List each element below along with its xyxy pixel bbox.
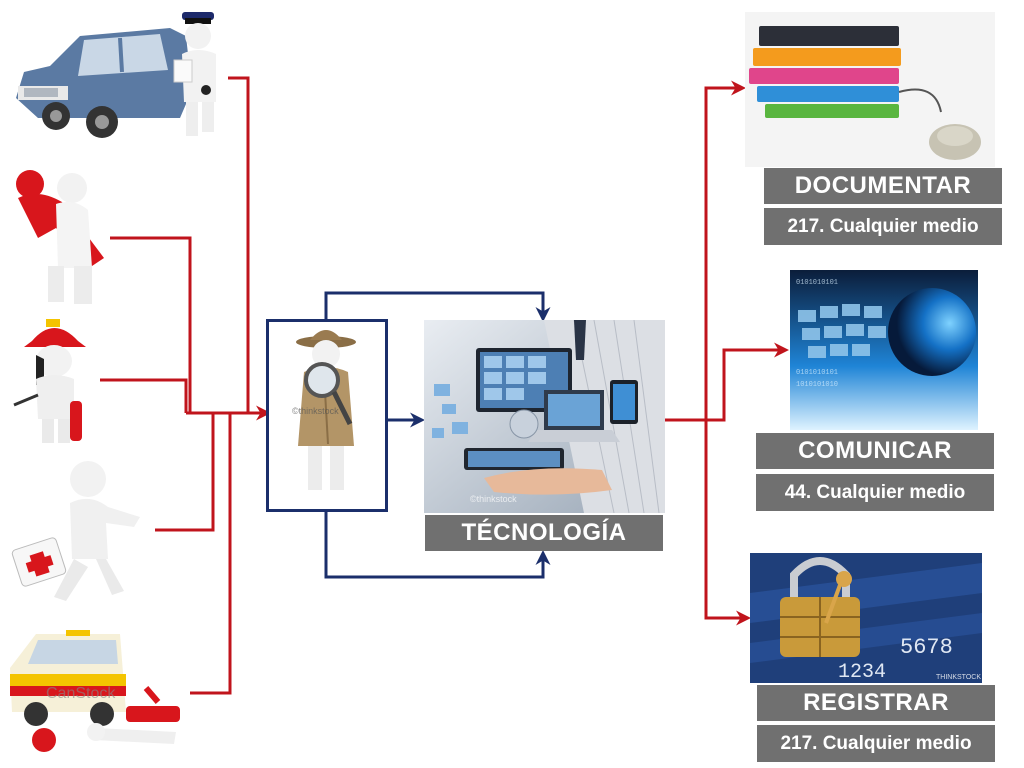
rescuer-image — [16, 170, 104, 304]
investigator-watermark: ©thinkstock — [292, 406, 339, 416]
svg-text:0101010101: 0101010101 — [796, 279, 838, 287]
output-title-documentar: DOCUMENTAR — [764, 168, 1002, 204]
connector-firefighter — [100, 378, 188, 413]
books-image — [745, 12, 995, 167]
ambulance-image: CanStock — [10, 630, 180, 752]
card-lock-image: 5678 1234 THINKSTOCK — [750, 553, 982, 683]
tech-watermark: ©thinkstock — [470, 494, 517, 504]
card-number-bottom: 1234 — [838, 661, 886, 683]
connector-rescuer — [110, 236, 192, 413]
investigator-image: ©thinkstock — [292, 330, 356, 490]
firefighter-image — [13, 319, 86, 443]
svg-text:0101010101: 0101010101 — [796, 369, 838, 377]
output-subtitle-comunicar: 44. Cualquier medio — [756, 474, 994, 511]
communication-image: 0101010101 0101010101 1010101010 — [790, 270, 978, 430]
output-subtitle-documentar: 217. Cualquier medio — [764, 208, 1002, 245]
connector-ambulance — [190, 413, 232, 695]
card-number-top: 5678 — [900, 635, 953, 660]
card-watermark: THINKSTOCK — [936, 674, 981, 681]
svg-text:1010101010: 1010101010 — [796, 381, 838, 389]
connector-to-registrar — [704, 420, 751, 626]
technology-image — [424, 320, 665, 513]
connector-top-loop — [324, 291, 551, 322]
medic-image — [11, 461, 140, 601]
police-car-image — [16, 12, 216, 138]
output-title-registrar: REGISTRAR — [757, 685, 995, 721]
connector-medic — [155, 413, 215, 532]
output-subtitle-registrar: 217. Cualquier medio — [757, 725, 995, 762]
ambulance-watermark: CanStock — [46, 685, 116, 702]
connector-police — [228, 76, 250, 413]
output-title-comunicar: COMUNICAR — [756, 433, 994, 469]
tech-label: TÉCNOLOGÍA — [425, 515, 663, 551]
connector-to-documentar — [704, 80, 746, 420]
connector-bottom-loop — [324, 510, 551, 579]
connector-to-comunicar — [706, 342, 789, 422]
